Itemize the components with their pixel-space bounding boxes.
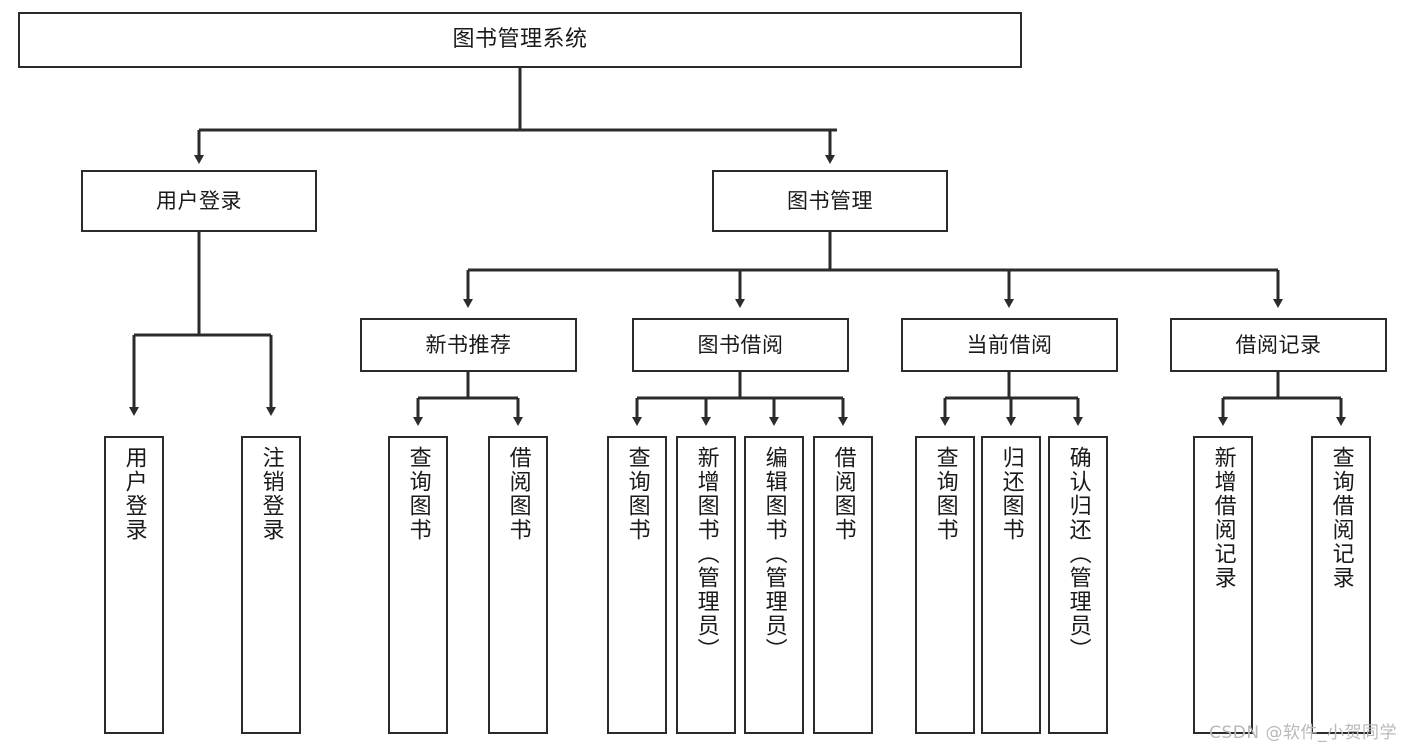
node-leaf-confirm-return-label: 确认归还（管理员） xyxy=(1065,446,1091,662)
node-leaf-query-book-3-label: 查询图书 xyxy=(932,446,958,542)
node-leaf-add-book-label: 新增图书（管理员） xyxy=(693,446,719,662)
node-leaf-query-book-2-label: 查询图书 xyxy=(624,446,650,542)
node-leaf-query-record-label: 查询借阅记录 xyxy=(1328,446,1354,590)
node-leaf-borrow-book-1-label: 借阅图书 xyxy=(505,446,531,542)
watermark: CSDN @软件_小贺同学 xyxy=(1209,723,1397,743)
node-leaf-query-record[interactable]: 查询借阅记录 xyxy=(1311,436,1371,734)
node-user-login-label: 用户登录 xyxy=(156,188,242,213)
node-leaf-add-record-label: 新增借阅记录 xyxy=(1210,446,1236,590)
node-root-label: 图书管理系统 xyxy=(452,27,588,53)
node-leaf-return-book-label: 归还图书 xyxy=(998,446,1024,542)
node-leaf-query-book-1[interactable]: 查询图书 xyxy=(388,436,448,734)
node-leaf-logout-login[interactable]: 注销登录 xyxy=(241,436,301,734)
node-book-manage-label: 图书管理 xyxy=(787,188,873,213)
node-leaf-confirm-return[interactable]: 确认归还（管理员） xyxy=(1048,436,1108,734)
node-leaf-user-login-label: 用户登录 xyxy=(121,446,147,542)
node-user-login[interactable]: 用户登录 xyxy=(81,170,317,232)
node-borrow-record[interactable]: 借阅记录 xyxy=(1170,318,1387,372)
node-new-book-rec[interactable]: 新书推荐 xyxy=(360,318,577,372)
node-borrow-record-label: 借阅记录 xyxy=(1235,332,1322,357)
node-current-borrow[interactable]: 当前借阅 xyxy=(901,318,1118,372)
node-leaf-query-book-1-label: 查询图书 xyxy=(405,446,431,542)
node-book-borrow-label: 图书借阅 xyxy=(697,332,784,357)
node-new-book-rec-label: 新书推荐 xyxy=(425,332,512,357)
node-leaf-query-book-2[interactable]: 查询图书 xyxy=(607,436,667,734)
node-leaf-user-login[interactable]: 用户登录 xyxy=(104,436,164,734)
node-leaf-add-record[interactable]: 新增借阅记录 xyxy=(1193,436,1253,734)
node-leaf-add-book[interactable]: 新增图书（管理员） xyxy=(676,436,736,734)
node-leaf-return-book[interactable]: 归还图书 xyxy=(981,436,1041,734)
node-leaf-edit-book[interactable]: 编辑图书（管理员） xyxy=(744,436,804,734)
node-leaf-query-book-3[interactable]: 查询图书 xyxy=(915,436,975,734)
node-leaf-borrow-book-2-label: 借阅图书 xyxy=(830,446,856,542)
node-book-manage[interactable]: 图书管理 xyxy=(712,170,948,232)
node-current-borrow-label: 当前借阅 xyxy=(966,332,1053,357)
node-leaf-borrow-book-1[interactable]: 借阅图书 xyxy=(488,436,548,734)
node-leaf-logout-login-label: 注销登录 xyxy=(258,446,284,542)
node-leaf-edit-book-label: 编辑图书（管理员） xyxy=(761,446,787,662)
node-leaf-borrow-book-2[interactable]: 借阅图书 xyxy=(813,436,873,734)
node-root[interactable]: 图书管理系统 xyxy=(18,12,1022,68)
node-book-borrow[interactable]: 图书借阅 xyxy=(632,318,849,372)
